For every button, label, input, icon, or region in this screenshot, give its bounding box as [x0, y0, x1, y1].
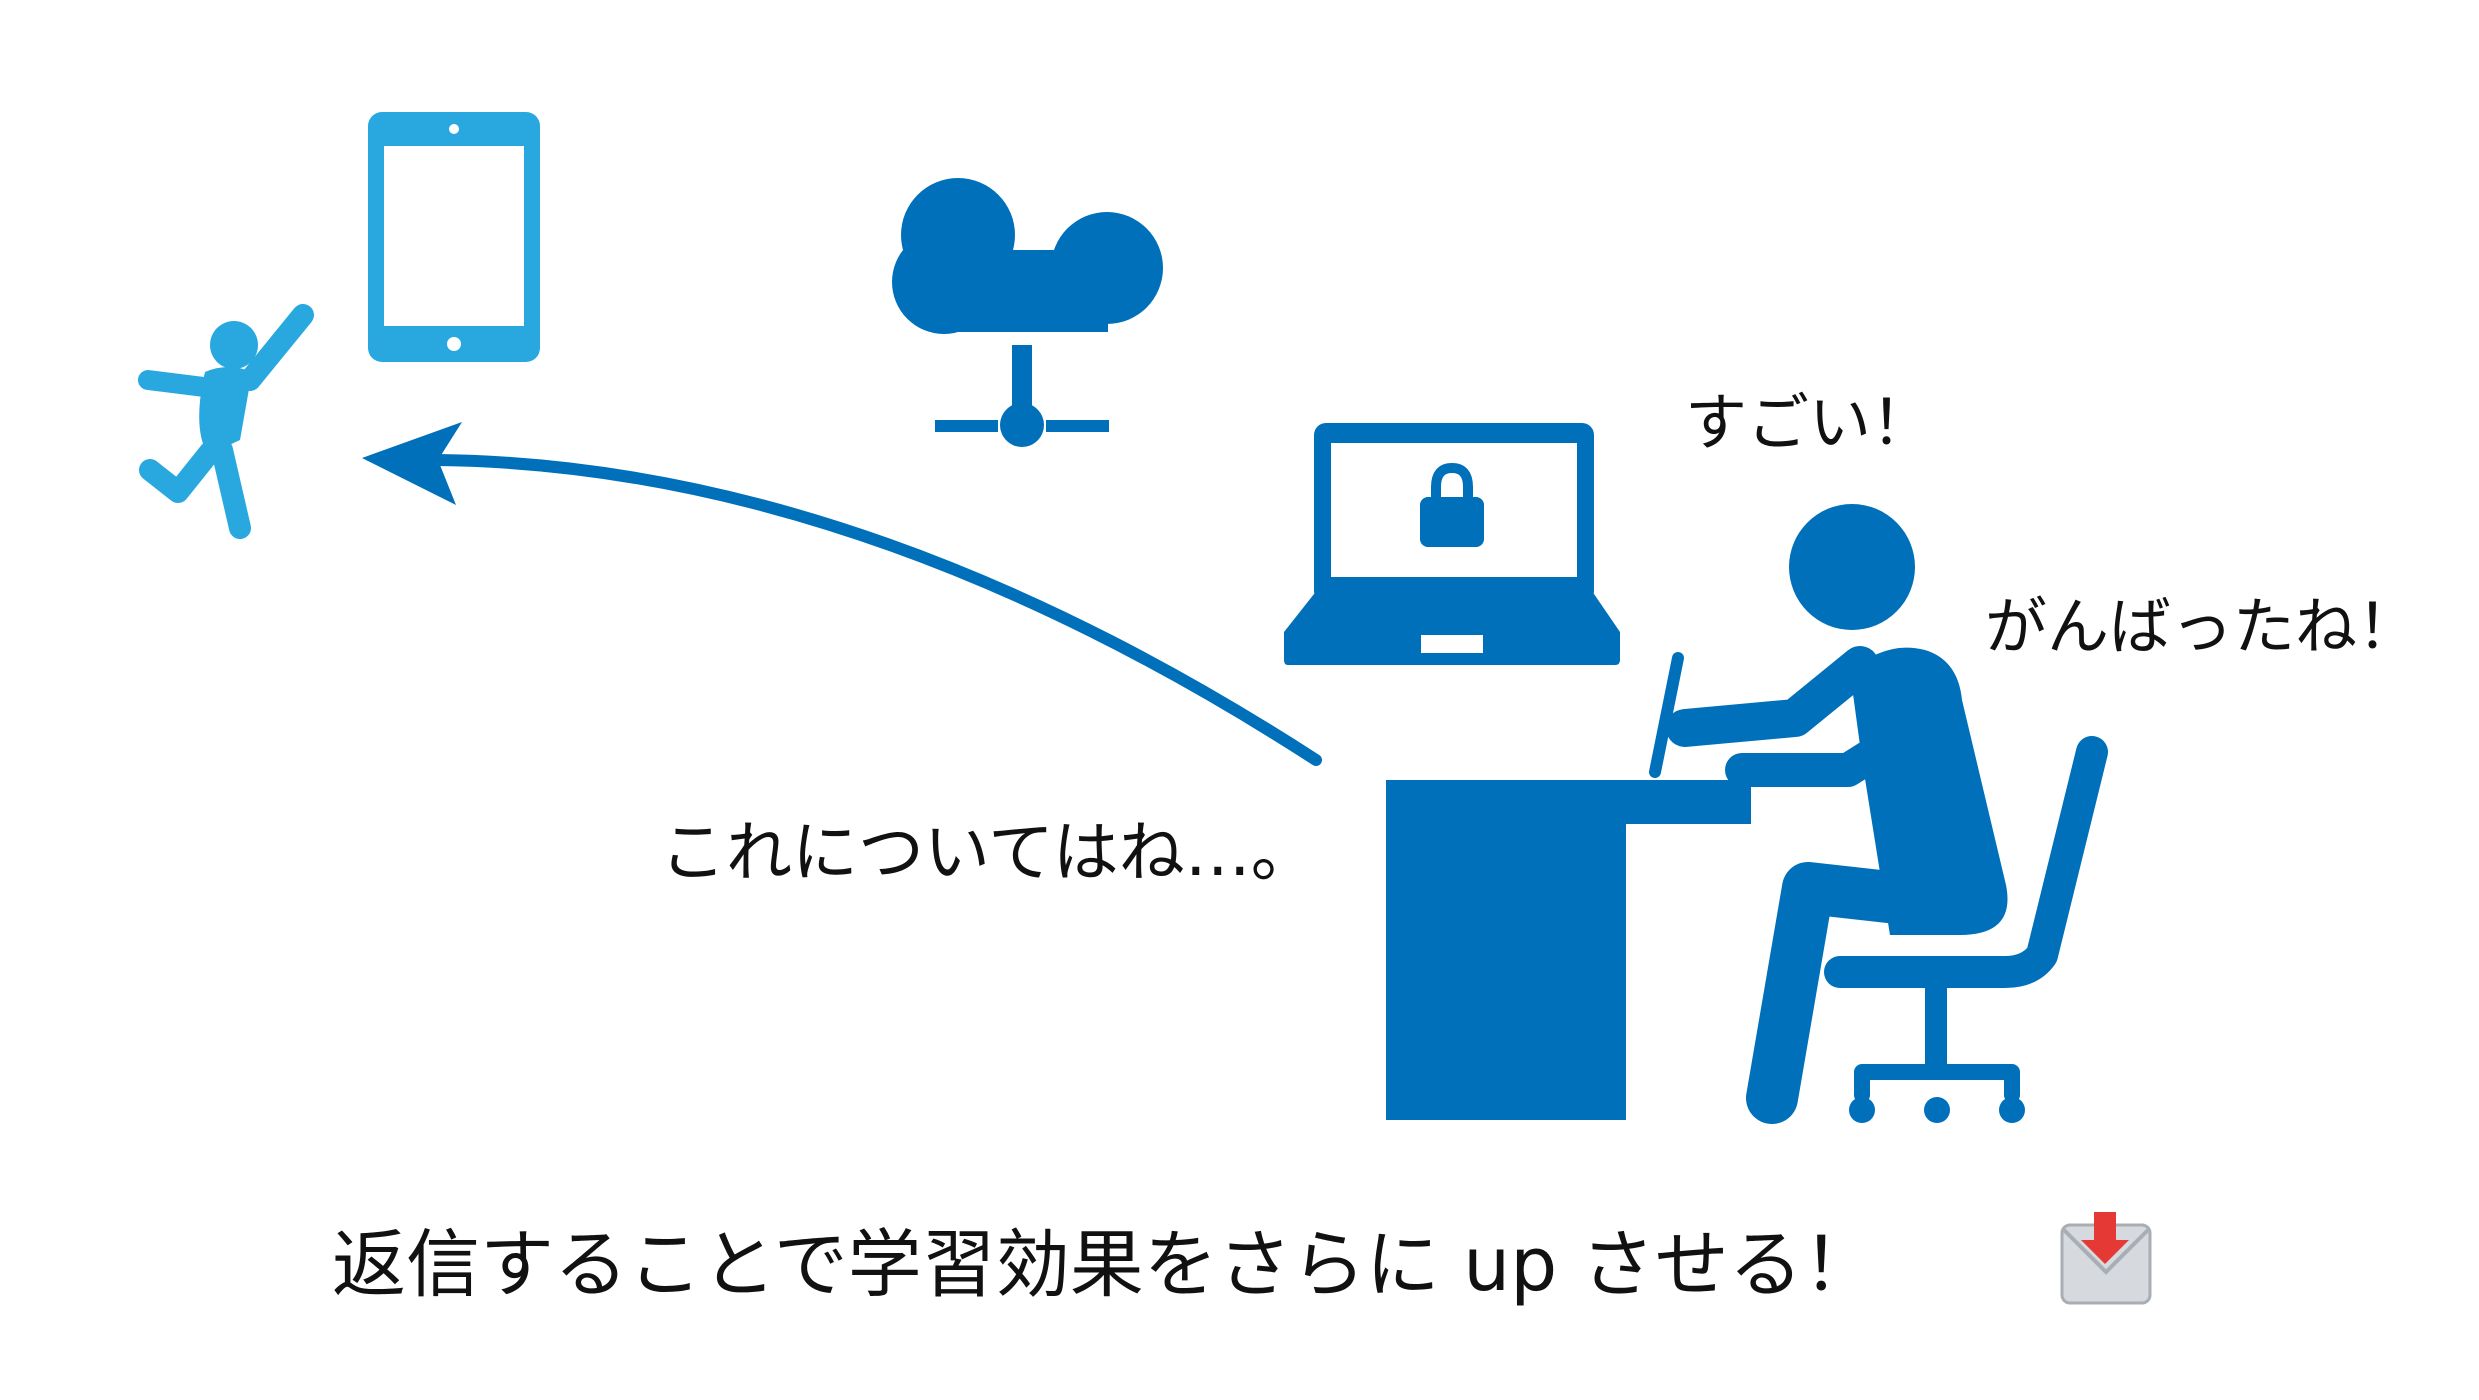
speech-about-this: これについてはね…。 — [660, 814, 1317, 891]
office-chair-icon — [1824, 736, 2108, 1123]
student-figure — [1649, 504, 2008, 1124]
reply-arrow — [362, 422, 1322, 766]
laptop-lock-icon — [1284, 423, 1620, 665]
caption: 返信することで学習効果をさらに up させる！ — [332, 1222, 1877, 1308]
desk — [1386, 780, 1751, 1120]
tablet-icon — [368, 112, 540, 362]
speech-good-job: がんばったね！ — [1985, 590, 2420, 663]
running-child-icon — [138, 304, 314, 539]
cloud-network-icon — [892, 178, 1163, 447]
student-at-desk-icon — [1386, 504, 2008, 1124]
incoming-envelope-icon — [2060, 1212, 2152, 1305]
speech-wow: すごい！ — [1685, 386, 1934, 459]
